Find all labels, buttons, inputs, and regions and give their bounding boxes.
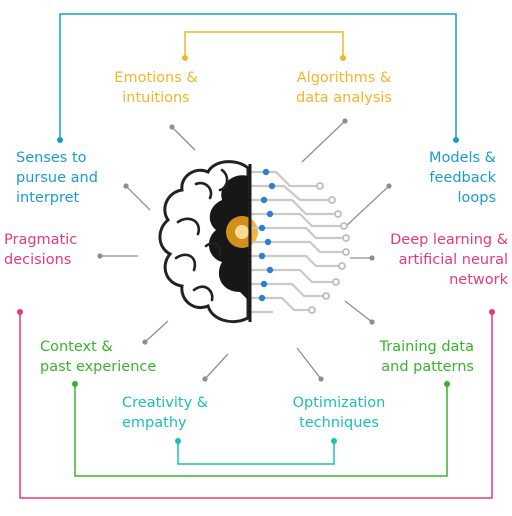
label-creativity-empathy: Creativity & empathy [122,393,232,433]
label-line: and patterns [381,359,474,375]
pink-frame-line [19,312,493,499]
label-line: Models & [428,150,496,166]
yellow-dot-right [340,55,346,61]
blue-dot-right [453,137,459,143]
label-models-feedback: Models & feedback loops [380,148,496,208]
blue-dot-left [57,137,63,143]
teal-frame-line [177,441,335,465]
pointer-dots [97,118,392,382]
label-line: Senses to [16,150,87,166]
label-pragmatic-decisions: Pragmatic decisions [4,230,104,270]
pink-dot-right [489,309,495,315]
label-line: data analysis [296,90,392,106]
yellow-frame-line [184,31,344,58]
pointer-dot-optimization [318,376,324,382]
green-dot-right [444,381,450,387]
pointer-optimization [296,347,322,380]
pointer-dot-deep-learning [369,255,375,261]
pink-dot-left [17,309,23,315]
label-deep-learning: Deep learning & artificial neural networ… [362,230,508,290]
label-line: decisions [4,252,72,268]
pointer-senses [125,185,151,211]
label-line: intuitions [122,90,190,106]
pointer-dot-training [369,319,375,325]
pointer-context [144,320,169,343]
pointer-dot-pragmatic [97,253,103,259]
label-line: Creativity & [122,395,209,411]
label-line: interpret [16,190,80,206]
pointer-algorithms [301,120,346,163]
brain-circuit-end-nodes [308,182,350,314]
label-line: Context & [40,339,113,355]
label-context-past-experience: Context & past experience [40,337,180,377]
pointer-models [344,185,390,228]
green-dot-left [72,381,78,387]
label-line: Algorithms & [296,70,392,86]
label-line: network [449,272,508,288]
brain-glow-inner [235,225,249,239]
label-line: Deep learning & [390,232,508,248]
connector-endpoint-dots [17,55,495,444]
label-emotions-intuitions: Emotions & intuitions [98,68,214,108]
pointer-creativity [204,353,229,380]
teal-dot-left [175,438,181,444]
pointer-dot-algorithms [342,118,348,124]
pointer-dot-senses [123,183,129,189]
teal-dot-right [331,438,337,444]
label-line: loops [457,190,496,206]
label-senses: Senses to pursue and interpret [16,148,136,208]
brain-circuit-half [250,170,346,314]
label-line: Pragmatic [4,232,78,248]
label-line: past experience [40,359,157,375]
label-line: pursue and [16,170,98,186]
label-line: Optimization [292,395,386,411]
label-line: Training data [379,339,474,355]
label-line: Emotions & [114,70,198,86]
brain-half-organic-half-circuit-icon [158,160,350,323]
pointer-dot-emotions [169,124,175,130]
brain-gyri [174,168,229,302]
pointer-dot-models [386,183,392,189]
pointer-training [344,300,373,323]
connector-frames [19,13,493,499]
label-line: feedback [429,170,496,186]
label-line: empathy [122,415,187,431]
label-algorithms-data-analysis: Algorithms & data analysis [282,68,406,108]
label-optimization-techniques: Optimization techniques [278,393,400,433]
pointer-lines [100,120,390,380]
pointer-dot-creativity [202,376,208,382]
label-training-data: Training data and patterns [360,337,474,377]
brain-circuit-nodes [258,168,276,302]
pointer-emotions [171,126,196,151]
blue-frame-line [59,13,457,140]
pointer-dot-context [142,339,148,345]
label-line: techniques [299,415,379,431]
label-line: artificial neural [398,252,508,268]
yellow-dot-left [182,55,188,61]
green-frame-line [74,384,448,477]
